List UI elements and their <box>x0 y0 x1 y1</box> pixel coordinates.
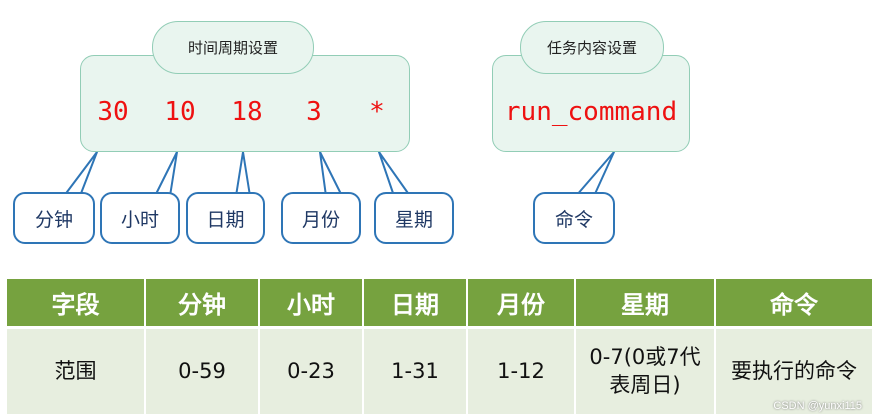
label-week: 星期 <box>374 192 454 244</box>
value-week: * <box>369 97 385 127</box>
cell-hour-range: 0-23 <box>259 327 364 414</box>
cell-day-range: 1-31 <box>363 327 468 414</box>
header-week: 星期 <box>575 279 716 329</box>
label-minute: 分钟 <box>13 192 95 244</box>
header-month: 月份 <box>467 279 576 329</box>
value-command: run_command <box>504 97 678 127</box>
pointer-command <box>575 151 615 197</box>
header-hour: 小时 <box>259 279 364 329</box>
cell-month-range: 1-12 <box>467 327 576 414</box>
value-hour: 10 <box>164 97 196 127</box>
value-day: 18 <box>231 97 263 127</box>
pointer-month <box>319 151 343 197</box>
pointer-hour <box>154 151 178 197</box>
label-month: 月份 <box>281 192 361 244</box>
header-minute: 分钟 <box>145 279 260 329</box>
time-period-title: 时间周期设置 <box>152 21 314 74</box>
cell-range-label: 范围 <box>7 327 146 414</box>
pointer-minute <box>63 151 98 197</box>
task-content-title: 任务内容设置 <box>520 21 664 74</box>
cell-week-range: 0-7(0或7代表周日) <box>575 327 716 414</box>
pointer-week <box>378 151 411 197</box>
watermark: CSDN @yunxi115 <box>773 400 862 412</box>
value-month: 3 <box>306 97 322 127</box>
header-field: 字段 <box>7 279 146 329</box>
label-day: 日期 <box>186 192 265 244</box>
cell-minute-range: 0-59 <box>145 327 260 414</box>
value-minute: 30 <box>97 97 129 127</box>
table-header-row: 字段 分钟 小时 日期 月份 星期 命令 <box>7 279 874 329</box>
cell-command-range: 要执行的命令 <box>715 327 874 414</box>
header-command: 命令 <box>715 279 874 329</box>
label-hour: 小时 <box>100 192 180 244</box>
header-day: 日期 <box>363 279 468 329</box>
field-range-table: 字段 分钟 小时 日期 月份 星期 命令 范围 0-59 0-23 1-31 1… <box>7 279 874 414</box>
table-row: 范围 0-59 0-23 1-31 1-12 0-7(0或7代表周日) 要执行的… <box>7 327 874 414</box>
label-command: 命令 <box>533 192 615 244</box>
pointer-day <box>235 151 251 197</box>
